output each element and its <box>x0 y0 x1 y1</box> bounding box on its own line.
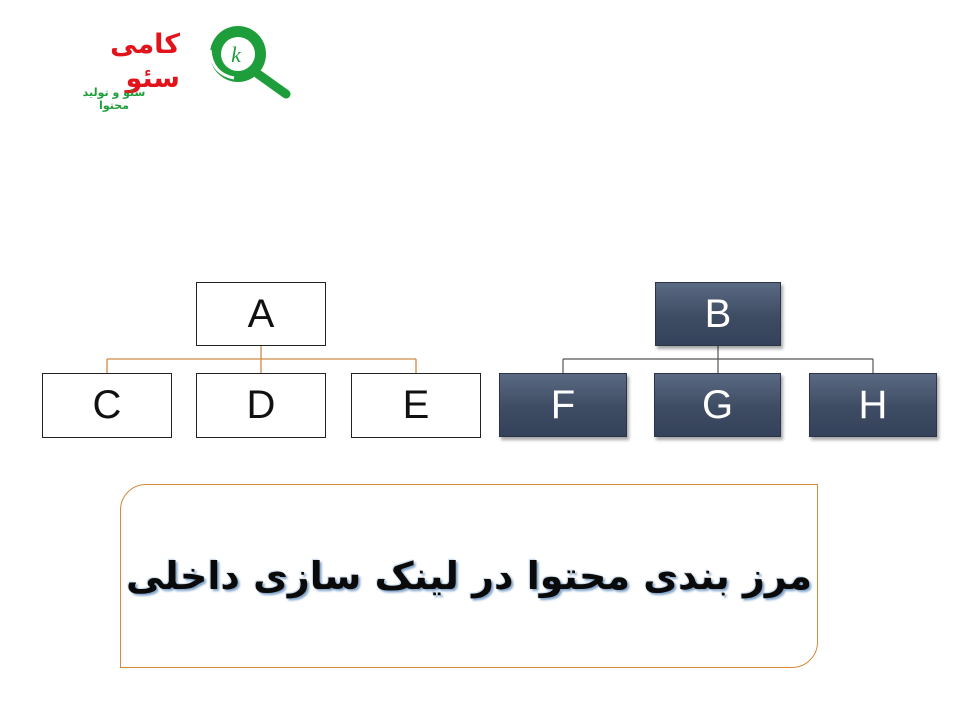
node-c: C <box>42 373 172 438</box>
magnifier-icon: k <box>208 26 291 99</box>
logo-title: کامی سئو <box>110 29 180 94</box>
node-a: A <box>196 282 326 346</box>
node-h: H <box>809 373 937 437</box>
logo: کامی سئو سئو و تولید محتوا k <box>56 22 296 112</box>
logo-subtitle: سئو و تولید محتوا <box>82 86 146 112</box>
node-g: G <box>654 373 781 437</box>
node-e: E <box>351 373 481 438</box>
logo-mark-letter: k <box>231 42 242 67</box>
node-d: D <box>196 373 326 438</box>
banner-title: مرز بندی محتوا در لینک سازی داخلی <box>125 554 813 598</box>
node-f: F <box>499 373 627 437</box>
title-banner: مرز بندی محتوا در لینک سازی داخلی <box>120 484 818 668</box>
node-b: B <box>655 282 781 346</box>
right-tree-connectors <box>562 346 874 373</box>
left-tree-connectors <box>106 346 417 373</box>
